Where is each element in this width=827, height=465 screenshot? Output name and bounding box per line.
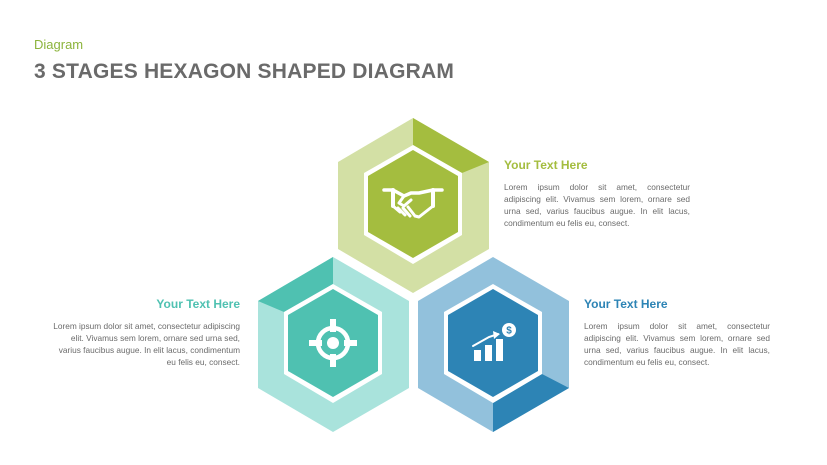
growth-chart-icon: $	[472, 323, 516, 361]
hexagon-left-shade	[258, 257, 333, 312]
hexagon-left	[258, 257, 409, 432]
stage-right-textblock: Your Text Here Lorem ipsum dolor sit ame…	[584, 297, 770, 368]
stage-top-heading: Your Text Here	[504, 158, 588, 172]
stage-left-body: Lorem ipsum dolor sit amet, consectetur …	[53, 321, 240, 368]
stage-right-heading: Your Text Here	[584, 297, 668, 311]
page-title: 3 STAGES HEXAGON SHAPED DIAGRAM	[34, 60, 455, 83]
hexagon-right: $	[418, 257, 569, 432]
hexagon-top	[338, 118, 489, 293]
target-icon	[309, 319, 357, 367]
stage-top-body: Lorem ipsum dolor sit amet, consectetur …	[504, 182, 690, 229]
stage-top-textblock: Your Text Here Lorem ipsum dolor sit ame…	[504, 158, 690, 229]
stage-left-textblock: Your Text Here Lorem ipsum dolor sit ame…	[52, 297, 240, 368]
hexagon-right-inner	[448, 289, 538, 397]
diagram-subtitle: Diagram	[34, 37, 84, 52]
stage-left-heading: Your Text Here	[156, 297, 240, 311]
hexagon-top-shade	[413, 118, 489, 173]
hexagon-right-shade	[493, 374, 569, 432]
handshake-icon	[382, 188, 444, 219]
stage-right-body: Lorem ipsum dolor sit amet, consectetur …	[584, 321, 770, 368]
svg-text:$: $	[506, 326, 512, 337]
hexagon-top-inner	[368, 150, 458, 258]
